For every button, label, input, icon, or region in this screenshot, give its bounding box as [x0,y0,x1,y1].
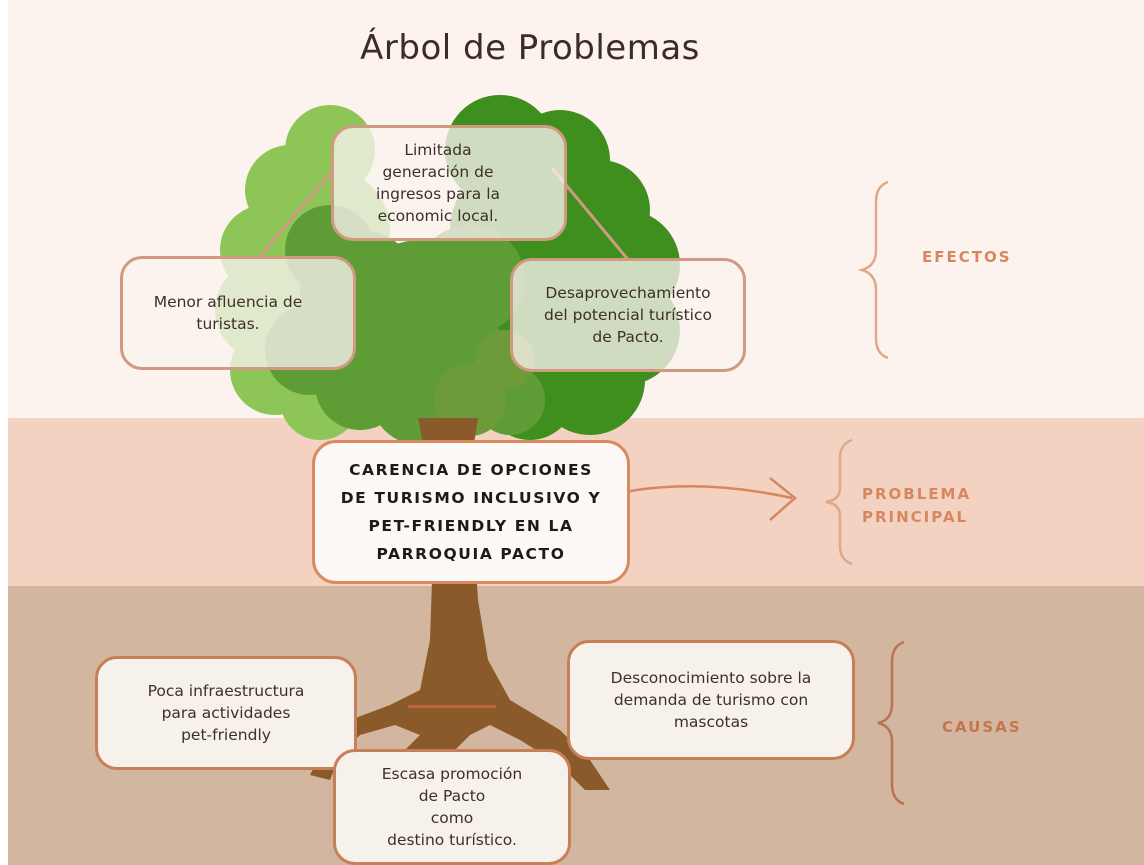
effect-fewer-tourists: Menor afluencia de turistas. [120,256,356,370]
label-main-problem: PROBLEMA PRINCIPAL [862,485,972,526]
brace-causes [877,640,905,806]
cause-promotion-text: Escasa promoción de Pacto como destino t… [381,765,523,849]
effect-fewer-tourists-text: Menor afluencia de turistas. [153,293,303,333]
effect-unused-potential: Desaprovechamiento del potencial turísti… [510,258,746,372]
problem-arrow [624,484,793,500]
brace-problem [825,438,853,566]
label-causes: CAUSAS [942,718,1022,736]
effect-limited-income-text: Limitada generación de ingresos para la … [375,141,501,225]
effect-unused-potential-text: Desaprovechamiento del potencial turísti… [544,284,712,346]
main-problem-text: CARENCIA DE OPCIONES DE TURISMO INCLUSIV… [340,461,602,563]
main-problem-box: CARENCIA DE OPCIONES DE TURISMO INCLUSIV… [312,440,630,584]
cause-demand-unknown: Desconocimiento sobre la demanda de turi… [567,640,855,760]
page-title: Árbol de Problemas [360,28,700,68]
cause-infrastructure-text: Poca infraestructura para actividades pe… [147,682,305,744]
connector-left [253,167,337,263]
cause-infrastructure: Poca infraestructura para actividades pe… [95,656,357,770]
tree-trunk [310,418,610,800]
root-line [408,705,496,708]
brace-effects [858,180,889,360]
effect-limited-income: Limitada generación de ingresos para la … [331,125,567,241]
label-effects: EFECTOS [922,248,1012,266]
cause-demand-unknown-text: Desconocimiento sobre la demanda de turi… [610,669,812,731]
cause-promotion: Escasa promoción de Pacto como destino t… [333,749,571,865]
arrow-head [769,477,797,521]
